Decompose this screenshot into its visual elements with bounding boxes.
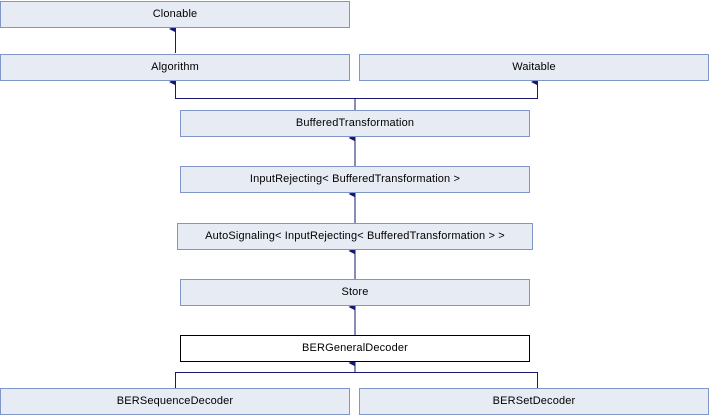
node-inputrejecting[interactable]: InputRejecting< BufferedTransformation > [180, 166, 530, 193]
node-autosignaling[interactable]: AutoSignaling< InputRejecting< BufferedT… [177, 223, 533, 250]
edge-bufferedtransformation-waitable [355, 78, 539, 100]
edge-bersetdecoder-bergeneraldecoder [355, 371, 539, 388]
node-algorithm[interactable]: Algorithm [0, 54, 350, 81]
node-label: Algorithm [151, 61, 199, 73]
node-label: BERSequenceDecoder [116, 395, 234, 407]
node-bersetdecoder[interactable]: BERSetDecoder [359, 388, 709, 415]
edge-bufferedtransformation-junction [169, 78, 356, 110]
node-bersequencedecoder[interactable]: BERSequenceDecoder [0, 388, 350, 415]
node-clonable[interactable]: Clonable [0, 1, 350, 28]
node-label: AutoSignaling< InputRejecting< BufferedT… [205, 230, 505, 242]
node-waitable[interactable]: Waitable [359, 54, 709, 81]
node-bufferedtransformation[interactable]: BufferedTransformation [180, 110, 530, 137]
node-label: BERSetDecoder [492, 395, 576, 407]
node-label: Waitable [512, 61, 556, 73]
edge-bersequencedecoder-bergeneraldecoder [174, 359, 356, 388]
node-label: BERGeneralDecoder [302, 342, 408, 354]
node-label: Store [341, 286, 369, 298]
node-store[interactable]: Store [180, 279, 530, 306]
node-label: BufferedTransformation [295, 117, 415, 129]
node-label: InputRejecting< BufferedTransformation > [249, 173, 461, 185]
node-label: Clonable [152, 8, 198, 20]
node-bergeneraldecoder[interactable]: BERGeneralDecoder [180, 335, 530, 362]
